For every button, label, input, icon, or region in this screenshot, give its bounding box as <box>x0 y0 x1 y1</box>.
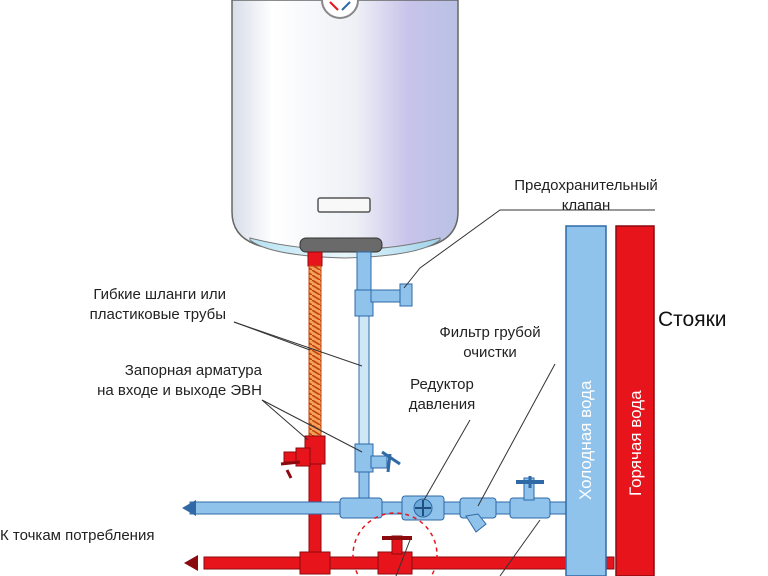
cold-inlet-pipe <box>354 251 374 503</box>
filter-icon <box>459 497 497 533</box>
filter-label: Фильтр грубой очистки <box>420 323 560 363</box>
hoses-label-line2: пластиковые трубы <box>89 306 226 323</box>
reducer-label: Редуктор давления <box>390 375 494 415</box>
shutoff-label: Запорная арматура на входе и выходе ЭВН <box>40 361 262 401</box>
flow-arrow-icon <box>184 555 198 571</box>
thermometer-icon <box>321 0 359 19</box>
reducer-label-line2: давления <box>408 396 476 413</box>
reducer-label-line1: Редуктор <box>410 376 474 393</box>
risers-label: Стояки <box>658 308 727 331</box>
cold-main-pipe <box>189 497 581 519</box>
ball-valve-icon <box>280 447 311 479</box>
consumers-label: К точкам потребления <box>0 527 155 544</box>
safety-valve-label-line2: клапан <box>561 197 611 214</box>
flow-arrow-icon <box>182 500 196 516</box>
hot-riser <box>615 225 655 576</box>
pressure-reducer-icon <box>401 495 445 521</box>
hot-main-pipe <box>203 512 615 576</box>
safety-valve-icon <box>370 283 413 307</box>
leader-lines <box>233 209 655 576</box>
cold-riser <box>565 225 607 576</box>
hot-hose <box>304 251 326 575</box>
safety-valve-label-line1: Предохранительный <box>514 177 658 194</box>
water-heater-icon <box>231 0 459 259</box>
hoses-label: Гибкие шланги или пластиковые трубы <box>40 285 226 325</box>
shutoff-label-line2: на входе и выходе ЭВН <box>97 382 262 399</box>
ball-valve-icon <box>370 450 401 473</box>
ball-valve-icon <box>516 476 544 501</box>
cold-water-label: Холодная вода <box>576 380 595 500</box>
hoses-label-line1: Гибкие шланги или <box>93 286 226 303</box>
hot-water-label: Горячая вода <box>626 390 645 496</box>
shutoff-label-line1: Запорная арматура <box>124 362 262 379</box>
filter-label-line2: очистки <box>463 344 517 361</box>
safety-valve-label: Предохранительный клапан <box>488 176 684 216</box>
filter-label-line1: Фильтр грубой <box>439 324 541 341</box>
